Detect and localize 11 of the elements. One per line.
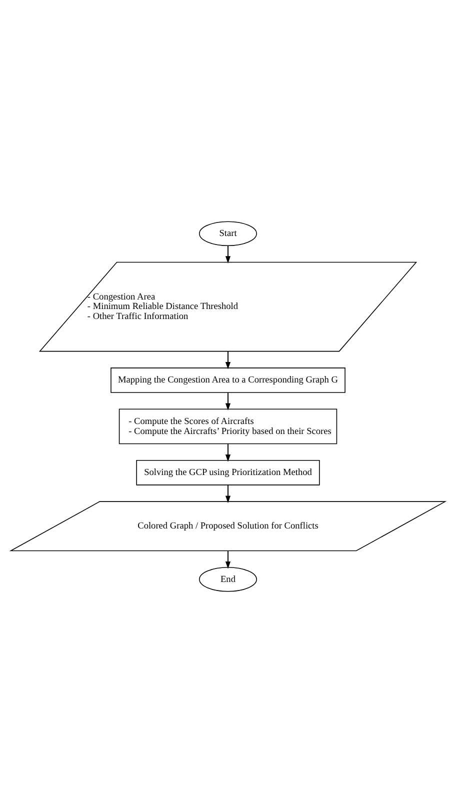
node-box: Solving the GCP using Prioritization Method [136,459,320,485]
arrow [225,350,231,369]
node-ellipse: Start [199,220,257,246]
arrow [225,392,231,410]
arrow [225,244,231,263]
node-ellipse: End [199,566,257,592]
arrow [225,442,231,462]
arrow [225,550,231,568]
node-box: - Compute the Scores of Aircrafts - Compute the Aircrafts’ Priority based on their Scores [118,408,338,444]
node-box: Mapping the Congestion Area to a Corresponding Graph G [110,367,346,392]
arrow [225,484,231,503]
